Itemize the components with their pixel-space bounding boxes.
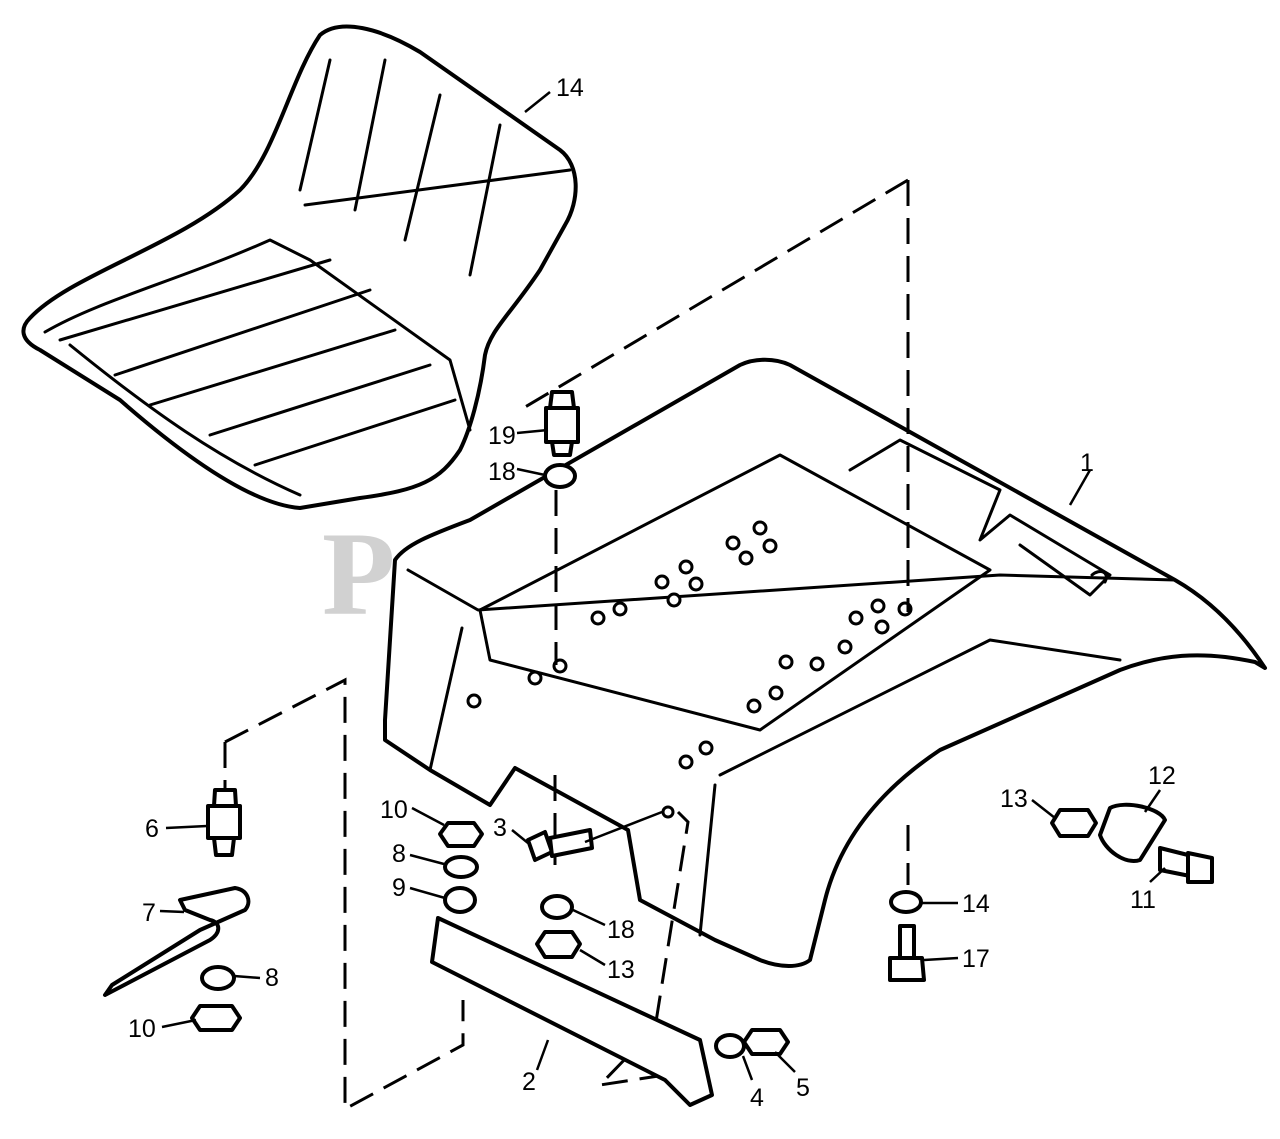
callout-13: 13 (1000, 785, 1028, 813)
callout-10-center: 10 (380, 796, 408, 824)
callout-3: 3 (493, 814, 507, 842)
callout-8-center: 8 (392, 840, 406, 868)
washer-8-left[interactable] (200, 965, 236, 991)
callout-11: 11 (1130, 886, 1156, 914)
nut-13[interactable] (1050, 808, 1098, 838)
bracket-7[interactable] (103, 886, 251, 997)
nut-5[interactable] (742, 1028, 790, 1056)
callout-18-lower: 18 (607, 916, 635, 944)
callout-14: 14 (962, 890, 990, 918)
callout-labels: 14 1 19 18 6 7 8 10 10 8 9 3 18 13 2 4 5… (128, 74, 1176, 1112)
stud-bumper-6[interactable] (206, 788, 242, 857)
bolt-3[interactable] (526, 828, 594, 862)
callout-2: 2 (522, 1068, 536, 1096)
callout-9: 9 (392, 874, 406, 902)
nut-10-center[interactable] (438, 821, 484, 848)
washer-4[interactable] (714, 1033, 746, 1059)
callout-1: 1 (1080, 449, 1094, 477)
callout-8-left: 8 (265, 964, 279, 992)
lock-washer-18-upper[interactable] (543, 463, 577, 489)
callout-6: 6 (145, 815, 159, 843)
callout-15: 13 (607, 956, 635, 984)
callout-10-left: 10 (128, 1015, 156, 1043)
seat-part[interactable] (21, 24, 578, 510)
callout-16: 14 (556, 74, 584, 102)
nut-15[interactable] (535, 930, 582, 959)
callout-5: 5 (796, 1074, 810, 1102)
callout-4: 4 (750, 1084, 764, 1112)
callout-12: 12 (1148, 762, 1176, 790)
assembly-lines (223, 178, 910, 1112)
callout-19: 19 (488, 422, 516, 450)
clip-12[interactable] (1098, 802, 1167, 863)
callout-7: 7 (142, 899, 156, 927)
stud-bumper-19[interactable] (544, 390, 580, 457)
bar-2[interactable] (430, 916, 714, 1107)
bolt-11[interactable] (1158, 846, 1214, 884)
washer-14[interactable] (889, 890, 923, 914)
fender-part[interactable] (383, 357, 1267, 968)
washer-8-center[interactable] (443, 855, 479, 879)
nut-10-left[interactable] (190, 1004, 242, 1032)
lock-washer-18-lower[interactable] (540, 894, 574, 920)
callout-17: 17 (962, 945, 990, 973)
bolt-17[interactable] (888, 924, 926, 982)
callout-18-upper: 18 (488, 458, 516, 486)
washer-9[interactable] (443, 886, 477, 914)
leader-lines (159, 428, 1166, 1081)
